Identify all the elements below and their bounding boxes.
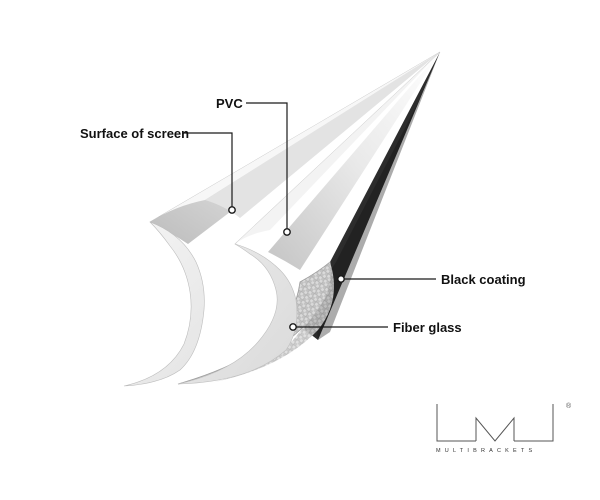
registered-mark: ® — [566, 402, 572, 410]
fiber-glass-label: Fiber glass — [393, 320, 462, 335]
pvc-layer — [177, 51, 441, 385]
surface-callout — [183, 132, 236, 214]
surface-of-screen-label: Surface of screen — [80, 126, 189, 141]
multibrackets-logo: MULTIBRACKETS ® — [436, 402, 572, 454]
black-coating-marker-dot — [337, 275, 345, 283]
black-coating-label: Black coating — [441, 272, 526, 287]
logo-mark — [436, 404, 554, 442]
pvc-marker-dot — [283, 228, 291, 236]
fiber-glass-callout — [289, 323, 388, 331]
surface-marker-dot — [228, 206, 236, 214]
pvc-callout — [246, 102, 291, 236]
black-coating-callout — [337, 275, 436, 283]
brand-wordmark: MULTIBRACKETS — [436, 448, 536, 454]
pvc-label: PVC — [216, 96, 243, 111]
surface-layer — [123, 51, 441, 387]
black-coating-layer — [304, 52, 440, 340]
fiber-glass-marker-dot — [289, 323, 297, 331]
